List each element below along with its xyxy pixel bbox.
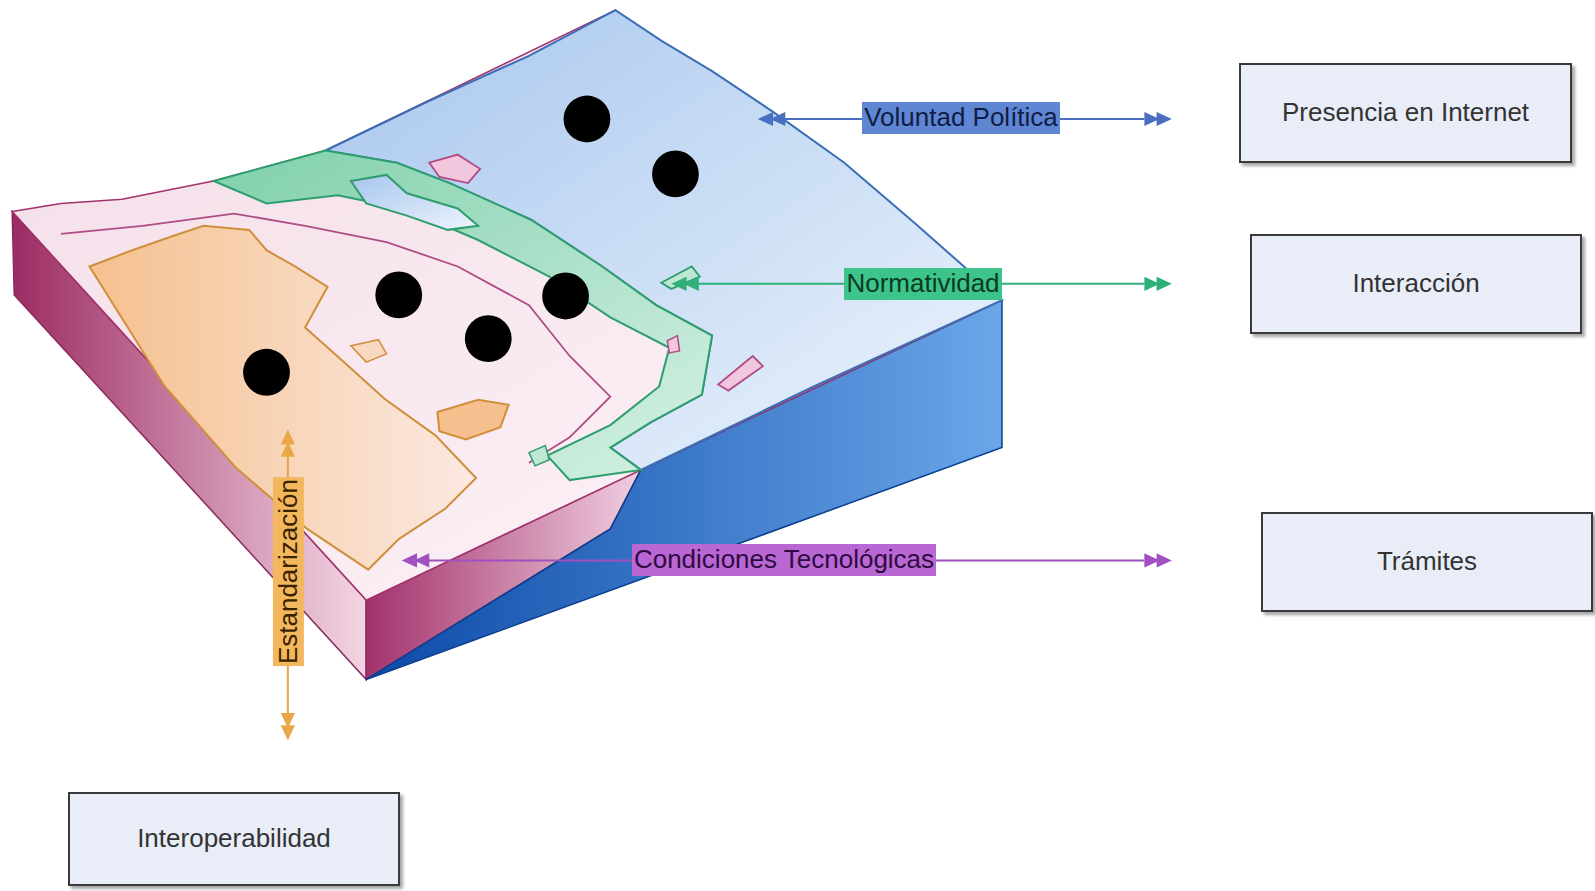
box-label: Presencia en Internet [1282,98,1529,128]
box-label: Interoperabilidad [137,824,331,854]
stage-box: Presencia en Internet [1239,63,1572,163]
box-label: Trámites [1377,547,1477,577]
stage-box: Trámites [1261,512,1593,612]
stage-box: Interoperabilidad [68,792,400,886]
factor-label: Normatividad [844,268,1001,299]
box-label: Interacción [1352,269,1479,299]
stage-box: Interacción [1250,234,1582,334]
factor-label: Condiciones Tecnológicas [632,544,936,575]
factor-label: Estandarización [272,478,303,667]
factor-label: Voluntad Política [862,102,1060,133]
